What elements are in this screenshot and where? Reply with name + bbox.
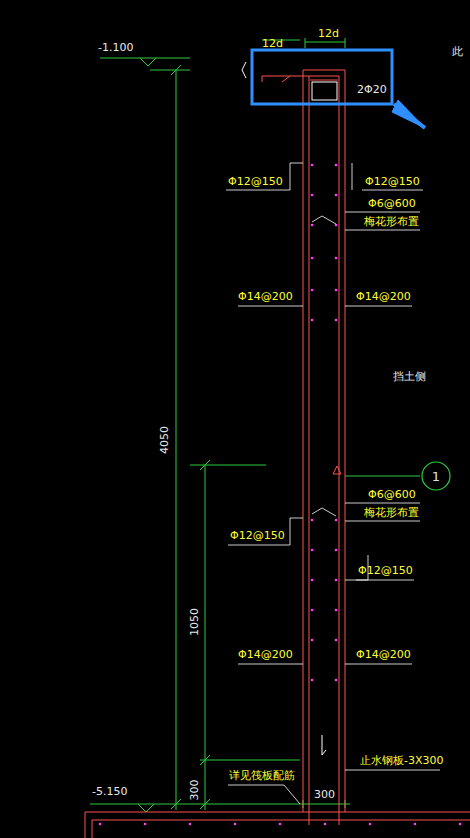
annotation-text: 300 [314, 789, 335, 801]
dimension-text: 4050 [159, 426, 171, 454]
annotation-text: 此 [452, 46, 463, 58]
annotation-text: Φ14@200 [356, 649, 411, 661]
annotation-text: -1.100 [98, 42, 133, 54]
retaining-wall [85, 38, 470, 838]
annotation-text: 梅花形布置 [364, 216, 419, 228]
annotation-text: Φ14@200 [238, 291, 293, 303]
annotation-text: -5.150 [92, 786, 127, 798]
annotation-text: Φ14@200 [356, 291, 411, 303]
callout-number: 1 [432, 469, 440, 484]
annotation-text: 2Φ20 [357, 84, 387, 96]
annotation-text: Φ12@150 [228, 176, 283, 188]
annotation-text: 梅花形布置 [364, 507, 419, 519]
dimension-text: 1050 [189, 608, 201, 636]
annotation-text: 止水钢板-3X300 [360, 755, 444, 767]
annotation-text: 12d [262, 38, 283, 50]
annotation-text: Φ12@150 [358, 565, 413, 577]
annotation-text: Φ14@200 [238, 649, 293, 661]
annotation-text: Φ6@600 [368, 198, 416, 210]
annotation-text: Φ12@150 [365, 176, 420, 188]
callout-circle: 1 [421, 461, 451, 491]
annotation-text: 详见筏板配筋 [229, 770, 295, 782]
annotation-text: 12d [318, 28, 339, 40]
annotation-text: 挡土侧 [393, 371, 426, 383]
annotation-text: Φ6@600 [368, 489, 416, 501]
dimension-text: 300 [189, 780, 201, 801]
annotation-text: Φ12@150 [230, 530, 285, 542]
